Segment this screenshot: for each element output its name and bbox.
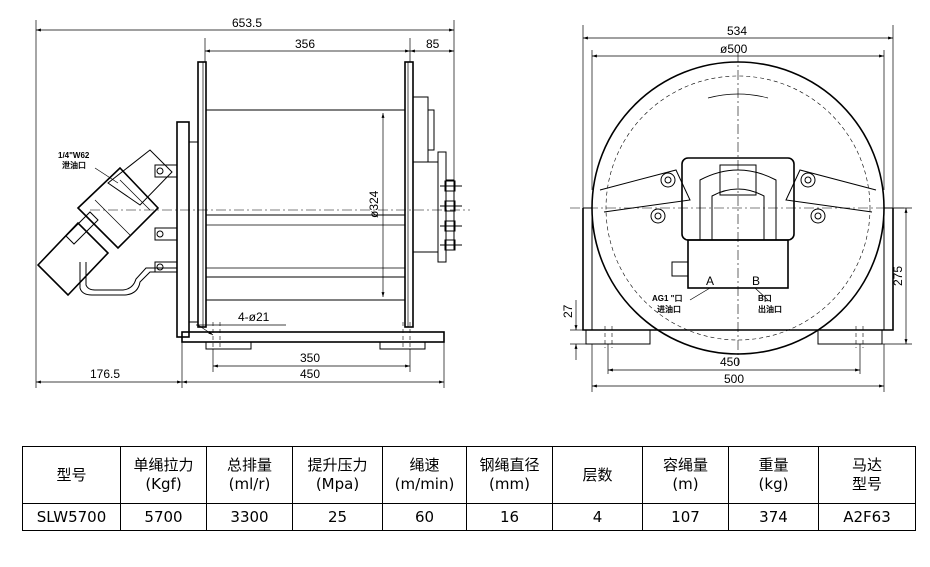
right-foot [817,329,883,345]
dim-center-height: 275 [891,266,905,286]
dim-flange-diameter: ø500 [720,42,748,56]
header-cell: 绳速(m/min) [382,446,467,504]
dim-drum-diameter: ø324 [367,190,381,218]
left-frame-plate [176,121,190,338]
right-flange [404,61,414,328]
header-cell: 总排量(ml/r) [206,446,293,504]
cell-rope-diameter: 16 [466,503,553,531]
cell-pressure: 25 [292,503,383,531]
cell-layers: 4 [552,503,643,531]
front-view: A B 534 ø500 [561,24,912,392]
side-view: 1/4"W62 泄油口 653.5 356 85 ø324 4-ø21 350 … [35,16,470,388]
base-plate [181,331,445,343]
hydraulic-motor [36,149,178,297]
drain-port-note-line2: 泄油口 [62,160,86,170]
dim-base-outer: 450 [300,367,320,381]
dim-left-offset: 176.5 [90,367,120,381]
port-b-note-line2: 出油口 [758,304,782,314]
header-cell: 型号 [22,446,121,504]
table-header-row: 型号 单绳拉力(Kgf) 总排量(ml/r) 提升压力(Mpa) 绳速(m/mi… [22,446,916,504]
header-cell: 钢绳直径(mm) [466,446,553,504]
table-row: SLW5700 5700 3300 25 60 16 4 107 374 A2F… [22,503,916,531]
dim-drum-length: 356 [295,37,315,51]
right-bolts [440,180,462,251]
left-flange [197,61,207,328]
cell-displacement: 3300 [206,503,293,531]
dim-overall-length: 653.5 [232,16,262,30]
port-b-label: B [752,274,760,288]
cell-rope-speed: 60 [382,503,467,531]
cell-motor-model: A2F63 [818,503,916,531]
spec-table: 型号 单绳拉力(Kgf) 总排量(ml/r) 提升压力(Mpa) 绳速(m/mi… [22,446,916,531]
header-cell: 容绳量(m) [642,446,729,504]
drum-barrel [205,214,406,278]
port-a-label: A [706,274,714,288]
header-cell: 提升压力(Mpa) [292,446,383,504]
dim-base-height: 27 [561,304,575,318]
port-b-note-line1: B口 [758,294,772,303]
header-cell: 重量(kg) [728,446,819,504]
dim-base-inner: 350 [300,351,320,365]
header-cell: 单绳拉力(Kgf) [120,446,207,504]
dim-bolt-holes: 4-ø21 [238,310,270,324]
cell-weight: 374 [728,503,819,531]
dim-overall-width: 534 [727,24,747,38]
cell-model: SLW5700 [22,503,121,531]
header-cell: 马达型号 [818,446,916,504]
port-a-note-line1: AG1 "口 [652,294,682,303]
dim-base-width: 500 [724,372,744,386]
left-foot [585,329,651,345]
winch-drawing: 1/4"W62 泄油口 653.5 356 85 ø324 4-ø21 350 … [35,16,912,392]
cell-pull: 5700 [120,503,207,531]
port-a-note-line2: 进油口 [657,304,681,314]
cell-capacity: 107 [642,503,729,531]
drain-port-note-line1: 1/4"W62 [58,151,90,160]
dim-right-offset: 85 [426,37,440,51]
mount-bolts [650,172,826,224]
header-cell: 层数 [552,446,643,504]
dim-hole-spacing: 450 [720,355,740,369]
